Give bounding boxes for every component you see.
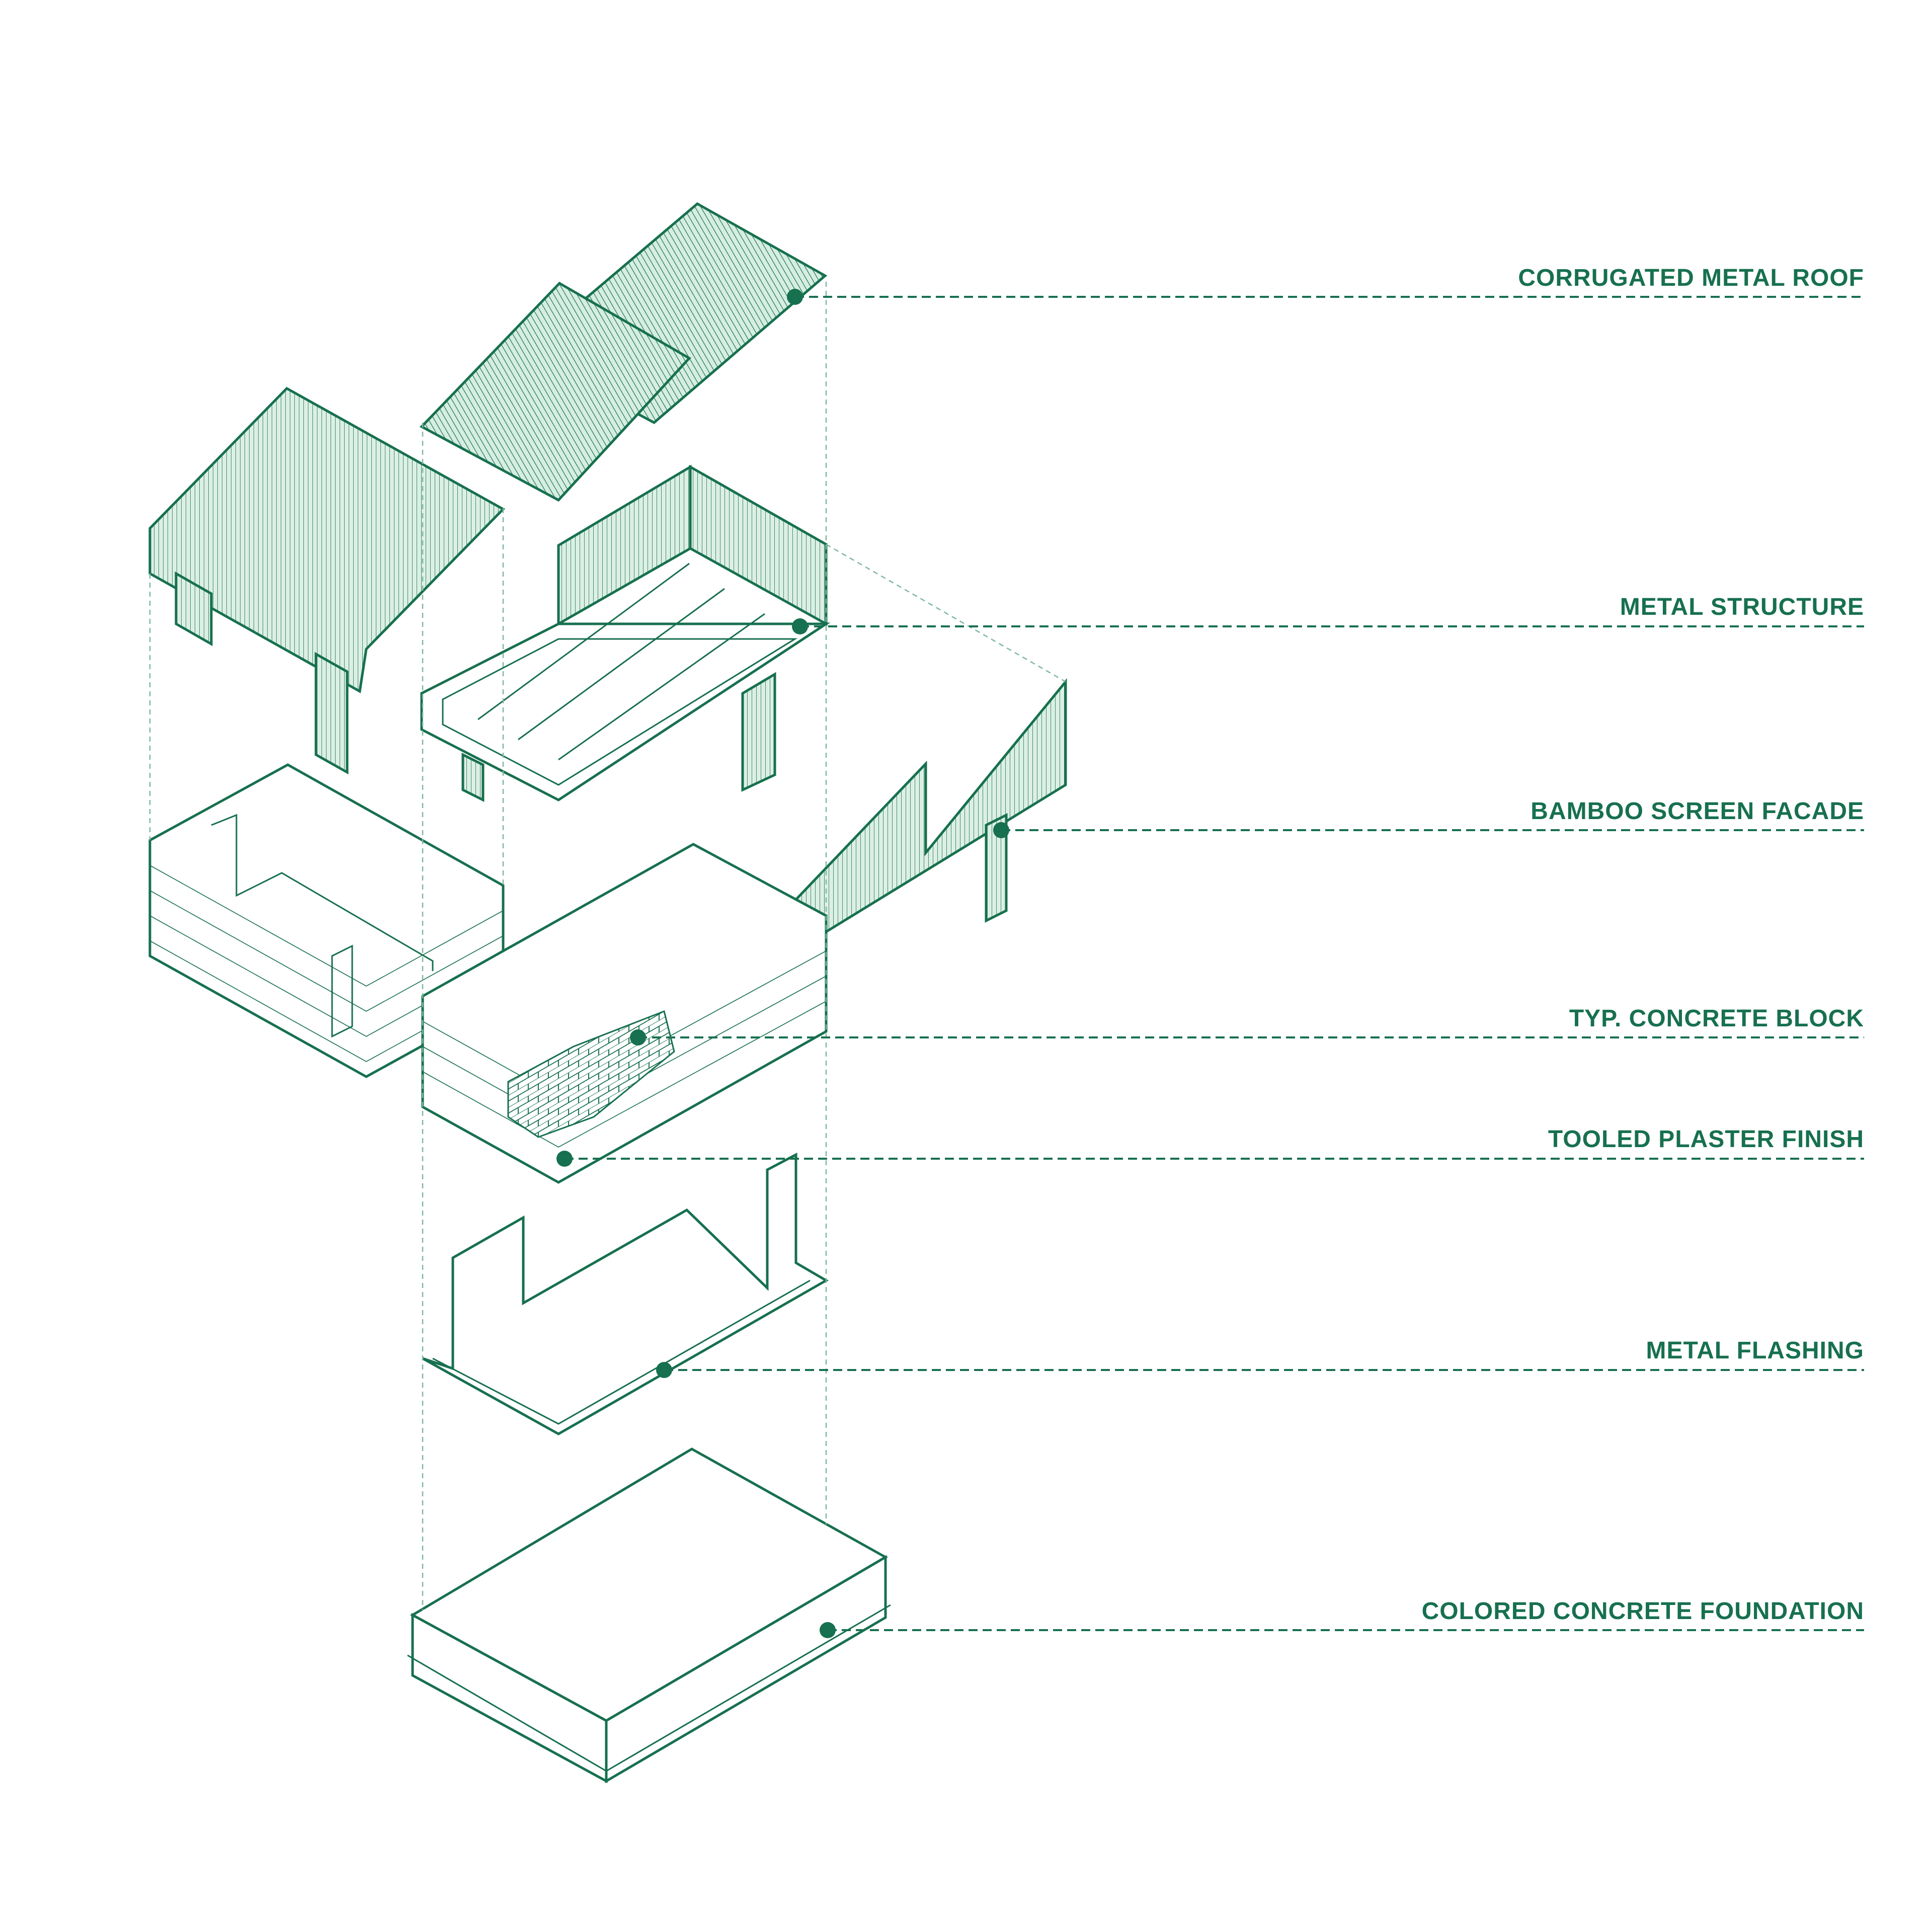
foundation-base-lip xyxy=(407,1604,891,1772)
label-colored-concrete-foundation: COLORED CONCRETE FOUNDATION xyxy=(1422,1598,1864,1625)
structure-rafters xyxy=(477,562,765,761)
dot-tooled-plaster-finish xyxy=(556,1151,573,1167)
foundation-right-face xyxy=(605,1555,887,1784)
dot-metal-structure xyxy=(792,618,808,634)
metal-structure-right-block xyxy=(420,464,831,802)
structure-column-a xyxy=(741,672,776,792)
right-frame-inner xyxy=(442,638,798,786)
dot-typ-concrete-block xyxy=(630,1029,646,1045)
dot-metal-flashing xyxy=(656,1362,672,1378)
left-walls-courses xyxy=(149,865,504,1062)
leader-lines xyxy=(565,296,1864,1631)
flashing-inner xyxy=(432,1279,811,1425)
bamboo-screen-panel xyxy=(793,678,1067,953)
dot-corrugated-metal-roof xyxy=(787,289,803,305)
metal-flashing xyxy=(422,1152,829,1435)
guide-line-diagonal xyxy=(826,543,1066,683)
flashing-outline xyxy=(422,1152,829,1435)
right-frame-back xyxy=(689,464,828,626)
bamboo-screen-leg xyxy=(985,813,1008,923)
label-metal-structure: METAL STRUCTURE xyxy=(1620,594,1864,620)
callout-dots xyxy=(556,289,1009,1638)
dot-bamboo-screen-facade xyxy=(993,822,1009,838)
labels: CORRUGATED METAL ROOF METAL STRUCTURE BA… xyxy=(1422,265,1864,1625)
vertical-guides xyxy=(149,282,1066,1610)
structure-column-b xyxy=(461,752,485,802)
left-walls-inner xyxy=(211,814,434,1038)
label-tooled-plaster-finish: TOOLED PLASTER FINISH xyxy=(1548,1126,1864,1153)
dot-colored-concrete-foundation xyxy=(820,1622,836,1638)
left-column-a xyxy=(175,571,213,647)
roof-sheet-front xyxy=(419,281,691,502)
bamboo-screen-facade xyxy=(793,678,1067,953)
colored-concrete-foundation xyxy=(407,1447,891,1784)
corrugated-metal-roof xyxy=(419,202,828,502)
right-frame-left xyxy=(557,464,692,626)
left-column-b xyxy=(314,652,349,775)
label-metal-flashing: METAL FLASHING xyxy=(1646,1337,1864,1364)
label-corrugated-metal-roof: CORRUGATED METAL ROOF xyxy=(1518,265,1864,291)
label-bamboo-screen-facade: BAMBOO SCREEN FACADE xyxy=(1531,798,1864,825)
label-typ-concrete-block: TYP. CONCRETE BLOCK xyxy=(1569,1005,1864,1032)
